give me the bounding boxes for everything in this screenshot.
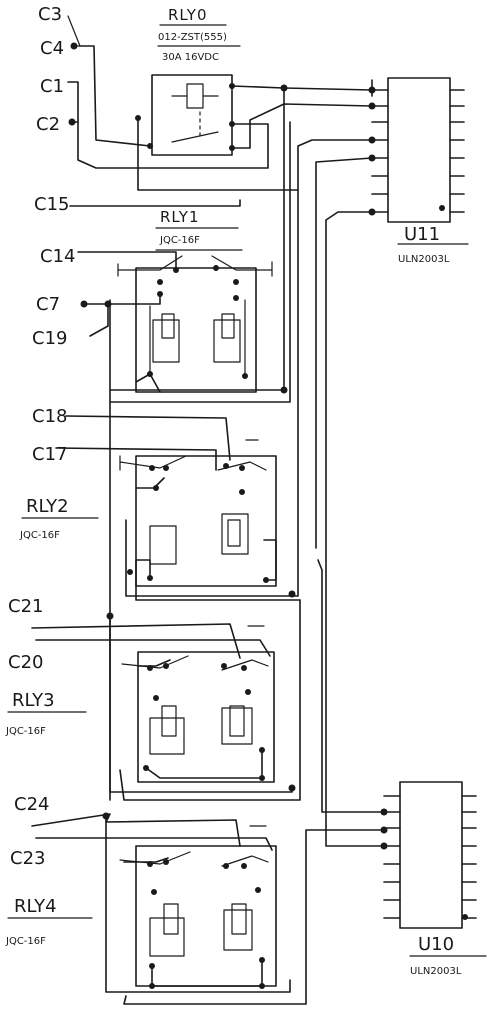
relay-rly3-coil-a bbox=[149, 717, 185, 755]
connector-labels: C3 C4 C1 C2 C15 C14 C7 C19 C18 C17 C21 C… bbox=[8, 4, 75, 869]
connector-c23: C23 bbox=[10, 848, 45, 869]
relay-rly1-switch-a bbox=[117, 255, 183, 271]
junction-dots bbox=[68, 42, 388, 989]
chip-u11-part: ULN2003L bbox=[398, 254, 450, 265]
relay-rly1-switch-b bbox=[211, 255, 273, 271]
connector-c4: C4 bbox=[40, 38, 64, 59]
relay-rly3-switch-b bbox=[221, 659, 269, 671]
chip-u10: U10 ULN2003L bbox=[383, 781, 487, 977]
relay-rly4-name: RLY4 bbox=[14, 896, 57, 917]
relay-rly1-part: JQC-16F bbox=[159, 235, 200, 246]
connector-c15: C15 bbox=[34, 194, 69, 215]
relay-rly0-body bbox=[151, 74, 233, 156]
chip-u11-body bbox=[387, 77, 451, 223]
relay-rly0-part: 012-ZST(555) bbox=[158, 32, 227, 43]
relay-rly4-part: JQC-16F bbox=[5, 936, 46, 947]
chip-u11-pins bbox=[371, 89, 465, 213]
connector-c7: C7 bbox=[36, 294, 60, 315]
connector-c17: C17 bbox=[32, 444, 67, 465]
connector-c20: C20 bbox=[8, 652, 43, 673]
relay-rly1: RLY1 JQC-16F bbox=[117, 208, 273, 393]
relay-rly0-rating: 30A 16VDC bbox=[162, 52, 219, 63]
relay-rly3-name: RLY3 bbox=[12, 690, 55, 711]
relay-rly0-coil bbox=[186, 83, 204, 109]
connector-c2: C2 bbox=[36, 114, 60, 135]
relay-rly0-switch bbox=[171, 131, 219, 143]
relay-rly4-switch-b bbox=[221, 855, 269, 867]
connector-c14: C14 bbox=[40, 246, 75, 267]
chip-u10-name: U10 bbox=[418, 934, 454, 955]
relay-rly2-name: RLY2 bbox=[26, 496, 69, 517]
relay-rly1-name: RLY1 bbox=[160, 208, 200, 226]
relay-rly4-coil-a bbox=[149, 917, 185, 957]
relay-rly4-body bbox=[135, 845, 277, 987]
relay-rly3-switch-a bbox=[121, 655, 189, 669]
relay-rly1-coil-b bbox=[213, 319, 241, 363]
chip-u10-body bbox=[399, 781, 463, 929]
connector-c3: C3 bbox=[38, 4, 62, 25]
connector-c19: C19 bbox=[32, 328, 67, 349]
chip-u10-part: ULN2003L bbox=[410, 966, 462, 977]
relay-rly4: RLY4 JQC-16F bbox=[5, 825, 277, 987]
relay-rly0: RLY0 012-ZST(555) 30A 16VDC bbox=[151, 6, 241, 156]
relay-rly1-body bbox=[135, 267, 257, 393]
relay-rly2-part: JQC-16F bbox=[19, 530, 60, 541]
relay-rly3-body bbox=[137, 651, 275, 783]
relay-rly3: RLY3 JQC-16F bbox=[5, 625, 275, 783]
relay-rly3-coil-b bbox=[221, 707, 253, 745]
relay-rly2-body bbox=[135, 455, 277, 587]
relay-rly2-switch-a bbox=[119, 455, 187, 469]
relay-rly3-part: JQC-16F bbox=[5, 726, 46, 737]
chip-u11: U11 ULN2003L bbox=[371, 77, 469, 265]
relay-rly2-coil-b bbox=[221, 513, 249, 555]
relay-rly1-coil-a bbox=[152, 319, 180, 363]
relay-rly4-coil-b bbox=[223, 909, 253, 951]
connector-c24: C24 bbox=[14, 794, 49, 815]
wires bbox=[31, 15, 385, 1005]
connector-c21: C21 bbox=[8, 596, 43, 617]
connector-c1: C1 bbox=[40, 76, 64, 97]
chip-u11-name: U11 bbox=[404, 224, 440, 245]
relay-rly2-coil-a bbox=[149, 525, 177, 565]
connector-c18: C18 bbox=[32, 406, 67, 427]
relay-rly0-name: RLY0 bbox=[168, 6, 208, 24]
